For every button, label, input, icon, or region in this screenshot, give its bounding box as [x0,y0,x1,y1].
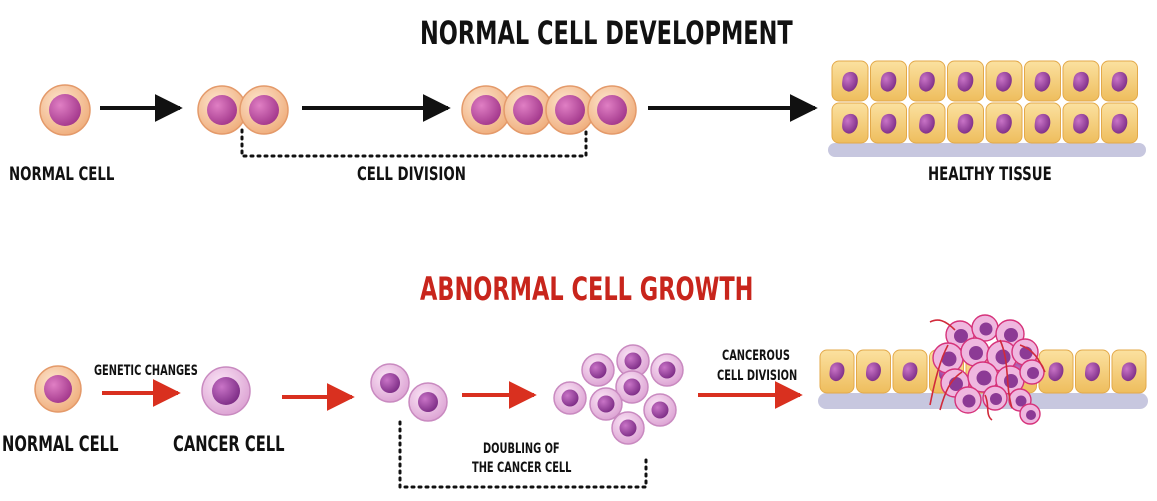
tissue-nucleus [842,113,858,134]
cancer-cell [201,366,251,416]
normal-cell [39,84,91,136]
label-cancerous-line2: CELL DIVISION [717,368,798,384]
tumor-cell-nucleus [1004,374,1018,388]
tissue-nucleus [880,71,897,92]
cancer-cell-nucleus [619,419,637,437]
cell-division-bracket [240,128,588,158]
tumor-cell-nucleus [990,393,1002,405]
normal-cell-abnormal-row [34,365,82,413]
normal-section-title: NORMAL CELL DEVELOPMENT [420,14,793,52]
tissue-nucleus [1048,362,1064,382]
label-cancer-cell: CANCER CELL [173,432,285,456]
label-normal-cell: NORMAL CELL [9,163,115,185]
tumor-tissue [818,314,1148,425]
tumor-cell-nucleus [969,346,983,360]
blood-vessel [929,344,949,406]
tissue-nucleus [1111,71,1128,92]
tumor-cell-nucleus [979,322,993,336]
tumor-cell-nucleus [995,349,1011,365]
tumor-cell-nucleus [941,351,957,367]
tissue-nucleus [1111,113,1128,134]
doubling-bracket [398,420,648,489]
label-doubling-line1: DOUBLING OF [483,441,560,457]
tumor-cell-nucleus [962,394,976,408]
tumor-cell-nucleus [1026,410,1036,420]
healthy-tissue [828,60,1146,157]
tissue-nucleus [1034,113,1051,134]
cancer-cell-nucleus [589,361,607,379]
tissue-nucleus [919,71,935,92]
dividing-cells-pair [197,85,289,135]
label-cancerous-line1: CANCEROUS [722,348,790,364]
blood-vessel [929,319,956,331]
tumor-cell-nucleus [1015,395,1027,407]
cancer-cell-nucleus [651,401,669,419]
tissue-nucleus [1034,71,1051,92]
tissue-nucleus [1121,362,1137,382]
cancer-cell-nucleus [658,361,676,379]
abnormal-section-title: ABNORMAL CELL GROWTH [420,270,754,308]
cancer-cell-cluster [553,344,684,445]
label-normal-cell-abnormal: NORMAL CELL [2,432,119,456]
tissue-nucleus [996,71,1012,92]
tumor-cell-nucleus [1027,367,1039,379]
tissue-nucleus [880,113,897,134]
tissue-nucleus [1073,71,1089,92]
blood-vessel [999,339,1013,409]
tissue-nucleus [1085,362,1100,382]
tumor-cell-nucleus [954,329,968,343]
cancer-cell-nucleus [597,395,615,413]
tissue-nucleus [957,71,974,92]
tumor-cell-nucleus [976,370,992,386]
blood-vessel [984,394,993,421]
label-healthy-tissue: HEALTHY TISSUE [928,163,1052,185]
label-cell-division: CELL DIVISION [357,163,466,185]
label-doubling-line2: THE CANCER CELL [472,460,572,476]
tumor-cell-nucleus [1004,328,1018,342]
tissue-nucleus [1073,113,1089,134]
cancer-cell-nucleus [623,378,641,396]
dividing-cells-quad [461,85,637,135]
cancer-cell-nucleus [561,389,579,407]
tissue-nucleus [902,362,918,382]
label-genetic-changes: GENETIC CHANGES [94,363,198,379]
tissue-nucleus [919,113,935,134]
blood-vessel [1019,344,1046,373]
tissue-nucleus [957,113,974,134]
doubled-cancer-cells [370,363,448,422]
tissue-nucleus [842,71,858,92]
cancer-cell-nucleus [624,352,642,370]
tissue-nucleus [866,362,881,382]
tissue-nucleus [829,362,845,382]
tissue-nucleus [996,113,1012,134]
blood-vessel [939,371,963,411]
